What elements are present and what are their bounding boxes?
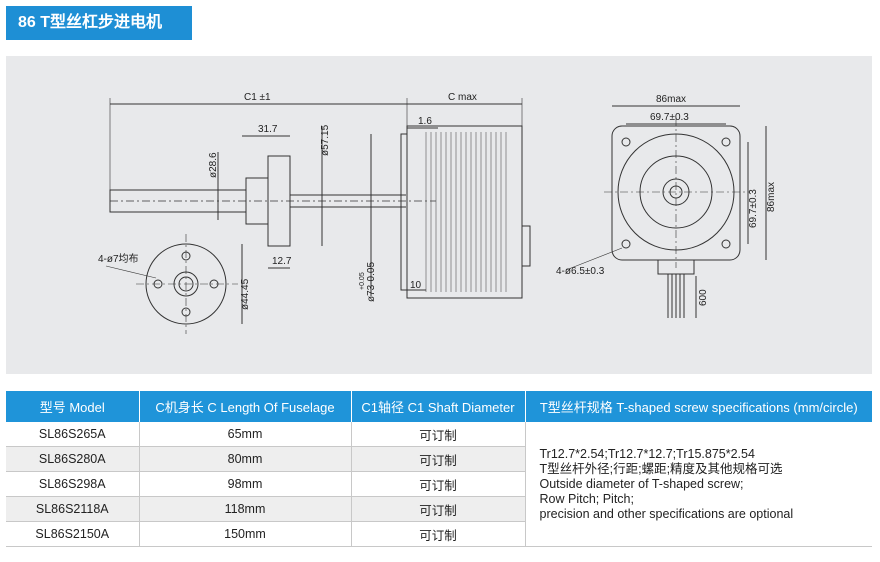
- header-screw-spec: T型丝杆规格 T-shaped screw specifications (mm…: [525, 391, 872, 422]
- table-row: SL86S2118A 118mm 可订制: [6, 496, 872, 522]
- cell-length: 65mm: [139, 422, 352, 447]
- cell-shaft: 可订制: [351, 521, 526, 547]
- dim-73-tolerance: +0.05: [359, 272, 366, 290]
- motor-body: [406, 125, 523, 299]
- technical-drawing: C1 ±1 C max 31.7 1.6 ø57.15 ø28.6 12.7 ø…: [6, 56, 872, 374]
- note-line: precision and other specifications are o…: [539, 506, 794, 521]
- screw-spec-note: Tr12.7*2.54;Tr12.7*12.7;Tr15.875*2.54 T型…: [525, 422, 872, 547]
- cell-shaft: 可订制: [351, 471, 526, 497]
- dim-86-width: 86max: [656, 94, 686, 105]
- page-title: 86 T型丝杠步进电机: [6, 6, 192, 40]
- drawing-svg: C1 ±1 C max 31.7 1.6 ø57.15 ø28.6 12.7 ø…: [98, 92, 777, 334]
- cell-length: 118mm: [139, 496, 352, 522]
- table-row: SL86S280A 80mm 可订制: [6, 446, 872, 472]
- table-row: SL86S298A 98mm 可订制: [6, 471, 872, 497]
- dim-44-45: ø44.45: [240, 278, 251, 310]
- cell-length: 98mm: [139, 471, 352, 497]
- cell-shaft: 可订制: [351, 496, 526, 522]
- dim-57-15: ø57.15: [320, 124, 331, 156]
- header-length: C机身长 C Length Of Fuselage: [139, 391, 352, 422]
- note-line: T型丝杆外径;行距;螺距;精度及其他规格可选: [539, 461, 783, 476]
- nut-flange: [267, 155, 291, 247]
- dim-flange-holes: 4-ø7均布: [98, 253, 139, 265]
- cell-model: SL86S280A: [6, 446, 140, 472]
- cell-shaft: 可订制: [351, 446, 526, 472]
- dim-12-7: 12.7: [272, 256, 292, 267]
- note-line: Outside diameter of T-shaped screw;: [539, 476, 744, 491]
- dim-31-7: 31.7: [258, 124, 278, 135]
- dim-28-6: ø28.6: [208, 152, 219, 178]
- dim-73: ø73-0.05: [366, 262, 377, 302]
- cell-model: SL86S265A: [6, 422, 140, 447]
- cell-length: 150mm: [139, 521, 352, 547]
- header-model: 型号 Model: [6, 391, 140, 422]
- dim-69-7-height: 69.7±0.3: [748, 189, 759, 228]
- dim-69-7-width: 69.7±0.3: [650, 112, 689, 123]
- flange-front-view: [145, 243, 227, 325]
- cell-model: SL86S2118A: [6, 496, 140, 522]
- note-line: Row Pitch; Pitch;: [539, 491, 634, 506]
- note-line: Tr12.7*2.54;Tr12.7*12.7;Tr15.875*2.54: [539, 446, 755, 461]
- table-row: SL86S265A 65mm 可订制 Tr12.7*2.54;Tr12.7*12…: [6, 422, 872, 547]
- cell-shaft: 可订制: [351, 422, 526, 447]
- cell-length: 80mm: [139, 446, 352, 472]
- dim-10: 10: [410, 280, 422, 291]
- dim-motor-holes: 4-ø6.5±0.3: [556, 266, 605, 277]
- table-header-row: 型号 Model C机身长 C Length Of Fuselage C1轴径 …: [6, 391, 872, 422]
- dim-86-height: 86max: [766, 182, 777, 212]
- header-shaft: C1轴径 C1 Shaft Diameter: [351, 391, 526, 422]
- dim-c1: C1 ±1: [244, 92, 271, 103]
- dim-1-6: 1.6: [418, 116, 432, 127]
- table-row: SL86S2150A 150mm 可订制: [6, 521, 872, 547]
- cell-model: SL86S2150A: [6, 521, 140, 547]
- cell-model: SL86S298A: [6, 471, 140, 497]
- spec-table: 型号 Model C机身长 C Length Of Fuselage C1轴径 …: [6, 391, 872, 547]
- dim-600: 600: [698, 289, 709, 306]
- dim-c-max: C max: [448, 92, 477, 103]
